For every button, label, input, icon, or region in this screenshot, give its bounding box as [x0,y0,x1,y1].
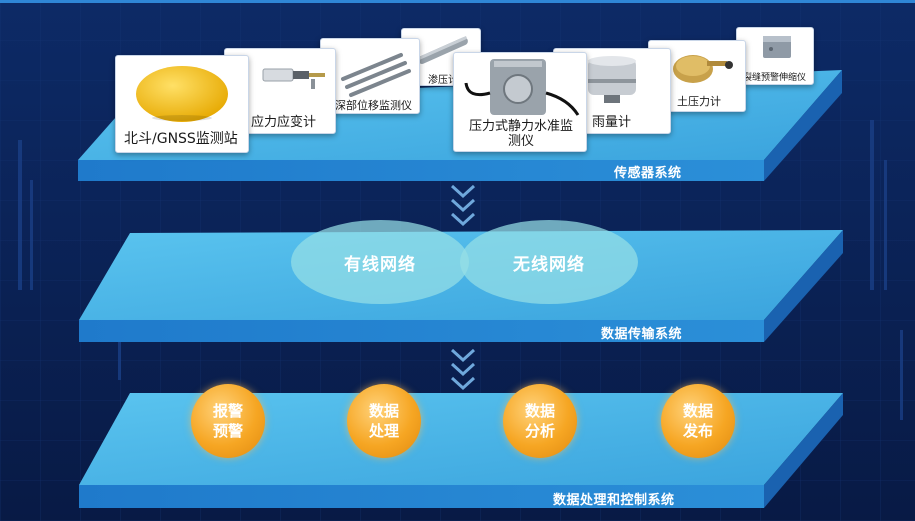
sensor-card-displacement[interactable]: 深部位移监测仪 [320,38,420,114]
sensor-label-piezometer: 渗压计 [428,75,458,86]
sensor-label-earth-pressure: 土压力计 [677,95,721,108]
wireless-network: 无线网络 [460,220,638,304]
sensor-label-gnss: 北斗/GNSS监测站 [124,131,238,147]
sensor-card-gnss[interactable]: 北斗/GNSS监测站 [115,55,249,153]
wired-network-label: 有线网络 [344,254,416,275]
process-publish: 数据发布 [661,384,735,458]
sensor-card-hydrostatic[interactable]: 压力式静力水准监测仪 [453,52,587,152]
sensor-label-hydrostatic: 压力式静力水准监测仪 [468,119,573,149]
process-analyze-line1: 数据 [524,402,555,420]
sensor-label-displacement: 深部位移监测仪 [335,99,412,112]
processing-layer-label: 数据处理和控制系统 [553,493,675,508]
gnss-dome-icon [136,66,228,122]
process-analyze-line2: 分析 [524,422,555,440]
process-analyze: 数据分析 [503,384,577,458]
process-publish-line1: 数据 [682,402,713,420]
hydrostatic-level-icon [464,59,580,116]
down-chevrons-1 [450,184,476,227]
process-handle-line2: 处理 [368,422,399,440]
process-handle-line1: 数据 [368,402,399,420]
wired-network: 有线网络 [291,220,469,304]
sensor-card-crack-meter[interactable]: 裂缝预警伸缩仪 [736,27,814,85]
wireless-network-label: 无线网络 [513,254,585,275]
sensor-label-strain: 应力应变计 [251,115,317,130]
displacement-rods-icon [341,53,411,97]
process-handle: 数据处理 [347,384,421,458]
rain-gauge-icon [588,56,636,103]
earth-pressure-cell-icon [673,55,733,83]
process-alarm-line2: 预警 [212,422,243,440]
sensor-label-rain-gauge: 雨量计 [592,115,632,130]
crack-meter-icon [763,36,791,58]
strain-gauge-icon [262,68,325,89]
sensor-layer-label: 传感器系统 [614,166,682,181]
processing-platform [79,393,843,508]
piezometer-icon [416,35,468,64]
process-publish-line2: 发布 [682,422,713,440]
transmission-layer-label: 数据传输系统 [601,327,683,342]
down-chevrons-2 [450,348,476,391]
process-alarm: 报警预警 [191,384,265,458]
sensor-label-crack-meter: 裂缝预警伸缩仪 [743,73,807,83]
process-alarm-line1: 报警 [212,402,243,420]
